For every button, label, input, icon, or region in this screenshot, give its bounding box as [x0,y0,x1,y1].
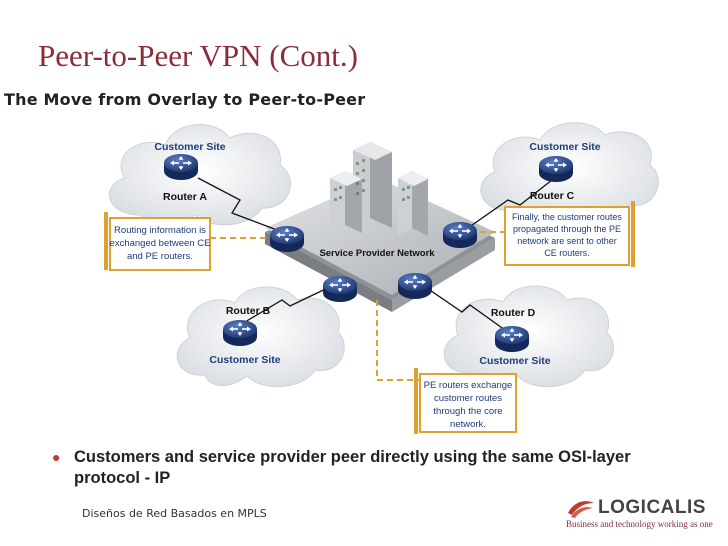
logo-brand: LOGICALIS [598,497,706,518]
link-b-pe3 [244,282,339,323]
router-a-icon [163,153,199,181]
callout-bottom-line-3: through the core [433,406,502,417]
link-c-pe2 [464,179,553,231]
wan-links [197,177,553,331]
router-label-d: Router D [491,307,536,319]
callout-bottom-line-4: network. [450,419,486,430]
slide-title: Peer-to-Peer VPN (Cont.) [38,38,358,73]
site-label-c: Customer Site [529,141,600,153]
data-center-buildings-icon [330,142,428,236]
callout-left: Routing information is exchanged between… [104,212,211,271]
router-b-icon [222,319,258,347]
router-c-icon [538,155,574,183]
logo-tagline: Business and technology working as one [566,519,713,529]
callout-bottom-line-1: PE routers exchange [424,380,513,391]
callout-left-line-3: and PE routers. [127,251,193,262]
router-d-icon [494,325,530,353]
callout-bottom: PE routers exchange customer routes thro… [414,368,517,434]
callout-right: Finally, the customer routes propagated … [504,201,635,267]
bullet-text: Customers and service provider peer dire… [74,448,631,487]
router-label-a: Router A [163,191,207,203]
customer-site-cloud-b [176,286,345,388]
service-provider-platform [265,178,495,312]
callout-right-line-4: CE routers. [544,248,590,258]
router-label-c: Router C [530,190,575,202]
logicalis-swoosh-icon [568,501,594,518]
service-provider-label: Service Provider Network [319,248,435,259]
footer-text: Diseños de Red Basados en MPLS [82,507,267,520]
site-label-b: Customer Site [209,354,280,366]
callout-right-line-3: network are sent to other [517,236,617,246]
callout-left-line-1: Routing information is [114,225,206,236]
link-d-pe4 [417,281,506,331]
callout-right-line-1: Finally, the customer routes [512,212,622,222]
pe-router-left-icon [269,225,305,253]
customer-site-cloud-a [108,124,291,226]
callout-right-line-2: propagated through the PE [513,224,621,234]
bullet-dot-icon: ● [52,449,61,465]
pe-router-bottom-right-icon [397,272,433,300]
site-label-d: Customer Site [479,355,550,367]
site-label-a: Customer Site [154,141,225,153]
router-label-b: Router B [226,305,271,317]
logicalis-logo: LOGICALIS Business and technology workin… [566,497,713,533]
slide-subtitle: The Move from Overlay to Peer-to-Peer [4,90,366,109]
callout-left-line-2: exchanged between CE [110,238,211,249]
pe-router-right-icon [442,221,478,249]
callout-bottom-line-2: customer routes [434,393,502,404]
pe-router-bottom-left-icon [322,275,358,303]
link-a-pe1 [197,177,286,234]
